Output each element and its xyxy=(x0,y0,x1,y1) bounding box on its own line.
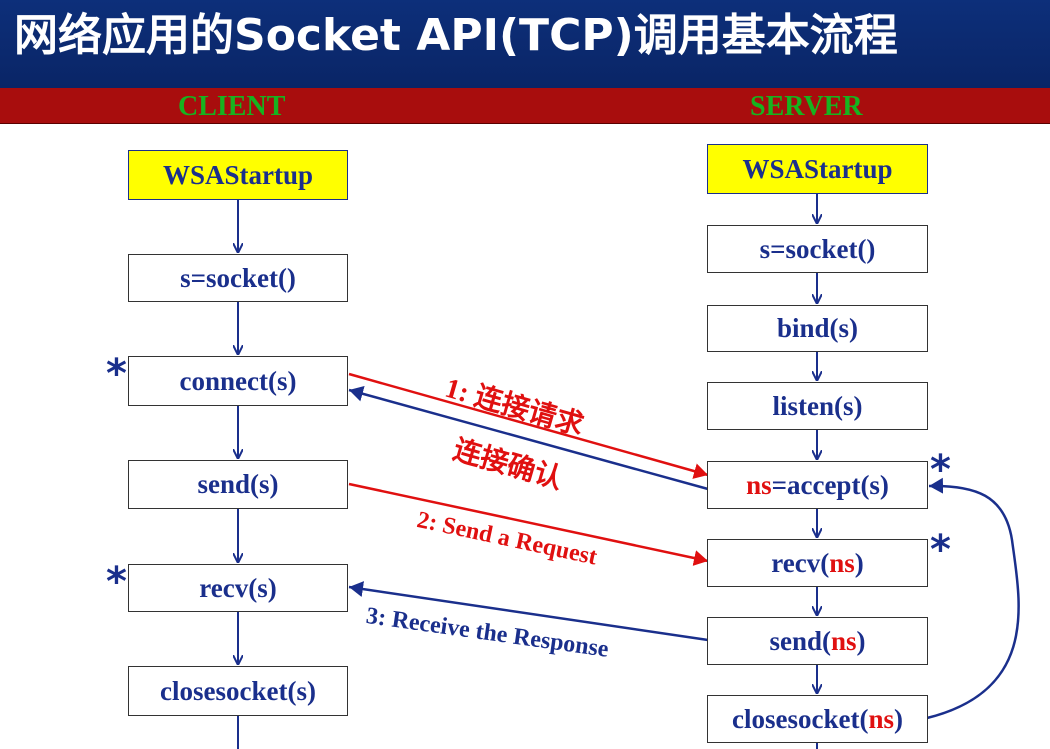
server-accept-blocking-star: * xyxy=(930,447,951,493)
send-request-arrow xyxy=(348,482,709,566)
send-open-text: send( xyxy=(769,625,831,656)
recv-ns-text: ns xyxy=(829,547,855,578)
close-close-text: ) xyxy=(893,703,903,734)
client-connect-box: connect(s) xyxy=(128,356,348,406)
client-send-box: send(s) xyxy=(128,460,348,509)
receive-response-arrow xyxy=(348,581,709,642)
server-recv-box: recv(ns) xyxy=(707,539,928,587)
client-socket-box: s=socket() xyxy=(128,254,348,302)
client-label: CLIENT xyxy=(178,91,286,122)
connect-ack-arrow xyxy=(348,386,709,491)
connect-request-arrow xyxy=(348,372,709,479)
server-bind-box: bind(s) xyxy=(707,305,928,352)
server-closesocket-box: closesocket(ns) xyxy=(707,695,928,743)
accept-call-text: =accept(s) xyxy=(771,469,889,500)
server-send-box: send(ns) xyxy=(707,617,928,665)
recv-close-text: ) xyxy=(854,547,864,578)
client-connect-blocking-star: * xyxy=(106,351,127,397)
server-recv-blocking-star: * xyxy=(930,527,951,573)
loop-back-arrow xyxy=(926,477,1020,720)
close-ns-text: ns xyxy=(868,703,894,734)
server-accept-box: ns=accept(s) xyxy=(707,461,928,509)
server-socket-box: s=socket() xyxy=(707,225,928,273)
client-wsastartup-box: WSAStartup xyxy=(128,150,348,200)
column-header-band: CLIENT SERVER xyxy=(0,88,1050,124)
client-recv-blocking-star: * xyxy=(106,559,127,605)
close-open-text: closesocket( xyxy=(732,703,869,734)
client-recv-box: recv(s) xyxy=(128,564,348,612)
server-wsastartup-box: WSAStartup xyxy=(707,144,928,194)
server-listen-box: listen(s) xyxy=(707,382,928,430)
accept-ns-text: ns xyxy=(746,469,772,500)
server-label: SERVER xyxy=(750,91,863,122)
client-closesocket-box: closesocket(s) xyxy=(128,666,348,716)
title-bar: 网络应用的Socket API(TCP)调用基本流程 xyxy=(0,0,1050,88)
send-ns-text: ns xyxy=(830,625,857,656)
page-title: 网络应用的Socket API(TCP)调用基本流程 xyxy=(14,10,898,61)
send-close-text: ) xyxy=(856,625,866,656)
recv-open-text: recv( xyxy=(771,547,830,578)
